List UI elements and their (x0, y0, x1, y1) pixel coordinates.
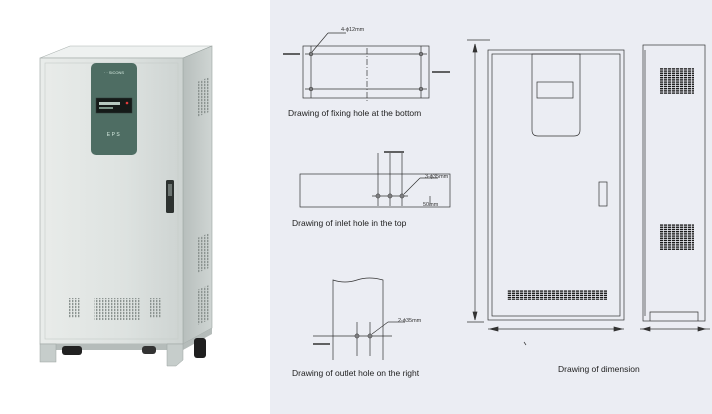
front-vent-center (94, 298, 140, 320)
front-vent-slots (507, 290, 607, 300)
panel-display-readout-2 (99, 107, 113, 109)
bottom-dimension-text: 4-ϕ12mm (341, 27, 365, 33)
cabinet-photo: · · SICONS EPS (39, 45, 213, 367)
cabinet-top (39, 45, 213, 59)
door-handle-grip (168, 184, 172, 196)
caster-left-icon (62, 346, 82, 355)
panel-brand-text: · · SICONS (104, 70, 125, 75)
dimension-drawing-caption: Drawing of dimension (558, 364, 640, 374)
right-outlet-drawing (313, 277, 404, 360)
panel-indicator-icon (125, 101, 129, 105)
base-foot-left (39, 343, 57, 363)
right-dimension-text: 2-ϕ35mm (398, 318, 422, 324)
top-dimension-text: 3-ϕ35mm (425, 174, 449, 180)
front-vent-left (68, 298, 80, 318)
top-offset-text: 50mm (423, 202, 439, 208)
base-foot-right (166, 343, 184, 367)
side-vent-middle (197, 233, 209, 273)
front-view-drawing (467, 39, 625, 346)
side-vent-lower (660, 224, 694, 250)
bottom-fixing-drawing (283, 32, 450, 102)
side-vent-bottom (197, 285, 209, 325)
caster-right-icon (194, 338, 206, 358)
caster-rear-icon (142, 346, 156, 354)
side-vent-upper (660, 68, 694, 94)
panel-display (95, 97, 133, 114)
top-drawing-caption: Drawing of inlet hole in the top (292, 218, 407, 228)
panel-label-text: EPS (107, 132, 122, 138)
right-drawing-caption: Drawing of outlet hole on the right (292, 368, 420, 378)
panel-display-readout (99, 102, 120, 105)
front-vent-right (150, 298, 162, 318)
side-vent-top (197, 77, 209, 117)
side-view-drawing (640, 44, 710, 332)
top-inlet-drawing (299, 151, 451, 208)
bottom-drawing-caption: Drawing of fixing hole at the bottom (288, 108, 421, 118)
